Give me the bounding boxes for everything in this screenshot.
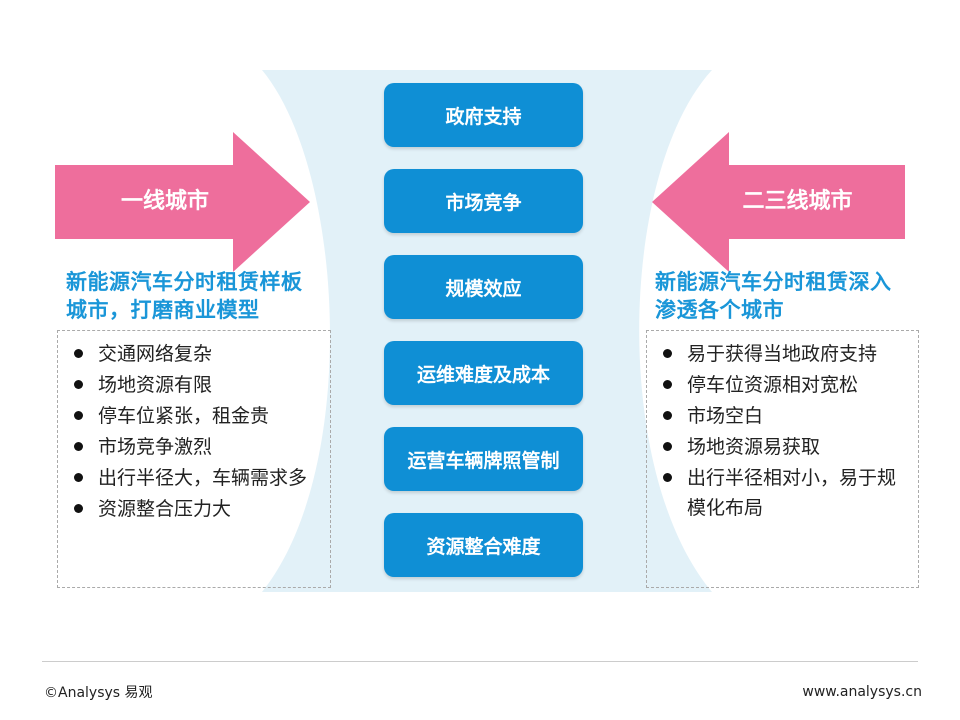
left-list: 交通网络复杂 场地资源有限 停车位紧张，租金贵 市场竞争激烈 出行半径大，车辆需… bbox=[72, 339, 318, 524]
footer-divider bbox=[42, 661, 918, 662]
right-list-box: 易于获得当地政府支持 停车位资源相对宽松 市场空白 场地资源易获取 出行半径相对… bbox=[646, 330, 919, 588]
factor-pill-operation-cost: 运维难度及成本 bbox=[384, 341, 583, 405]
footer-website[interactable]: www.analysys.cn bbox=[802, 684, 922, 700]
list-item: 出行半径大，车辆需求多 bbox=[72, 463, 318, 493]
factor-pill-resource-integration: 资源整合难度 bbox=[384, 513, 583, 577]
right-arrow-shape bbox=[652, 132, 905, 272]
list-item: 资源整合压力大 bbox=[72, 494, 318, 524]
list-item: 易于获得当地政府支持 bbox=[661, 339, 906, 369]
right-heading: 新能源汽车分时租赁深入渗透各个城市 bbox=[655, 270, 892, 322]
footer-copyright: ©Analysys 易观 bbox=[44, 685, 153, 701]
factor-pill-market-competition: 市场竞争 bbox=[384, 169, 583, 233]
left-list-box: 交通网络复杂 场地资源有限 停车位紧张，租金贵 市场竞争激烈 出行半径大，车辆需… bbox=[57, 330, 331, 588]
list-item: 场地资源易获取 bbox=[661, 432, 906, 462]
list-item: 停车位紧张，租金贵 bbox=[72, 401, 318, 431]
list-item: 市场空白 bbox=[661, 401, 906, 431]
right-arrow-label: 二三线城市 bbox=[742, 189, 853, 214]
right-list: 易于获得当地政府支持 停车位资源相对宽松 市场空白 场地资源易获取 出行半径相对… bbox=[661, 339, 906, 523]
left-heading: 新能源汽车分时租赁样板城市，打磨商业模型 bbox=[66, 270, 303, 322]
factor-pill-license-control: 运营车辆牌照管制 bbox=[384, 427, 583, 491]
list-item: 场地资源有限 bbox=[72, 370, 318, 400]
factor-pill-scale-effect: 规模效应 bbox=[384, 255, 583, 319]
left-arrow-shape bbox=[55, 132, 310, 272]
list-item: 出行半径相对小，易于规模化布局 bbox=[661, 463, 906, 523]
list-item: 停车位资源相对宽松 bbox=[661, 370, 906, 400]
left-arrow-label: 一线城市 bbox=[120, 189, 209, 214]
list-item: 市场竞争激烈 bbox=[72, 432, 318, 462]
factor-column: 政府支持 市场竞争 规模效应 运维难度及成本 运营车辆牌照管制 资源整合难度 bbox=[384, 83, 583, 599]
factor-pill-government-support: 政府支持 bbox=[384, 83, 583, 147]
list-item: 交通网络复杂 bbox=[72, 339, 318, 369]
